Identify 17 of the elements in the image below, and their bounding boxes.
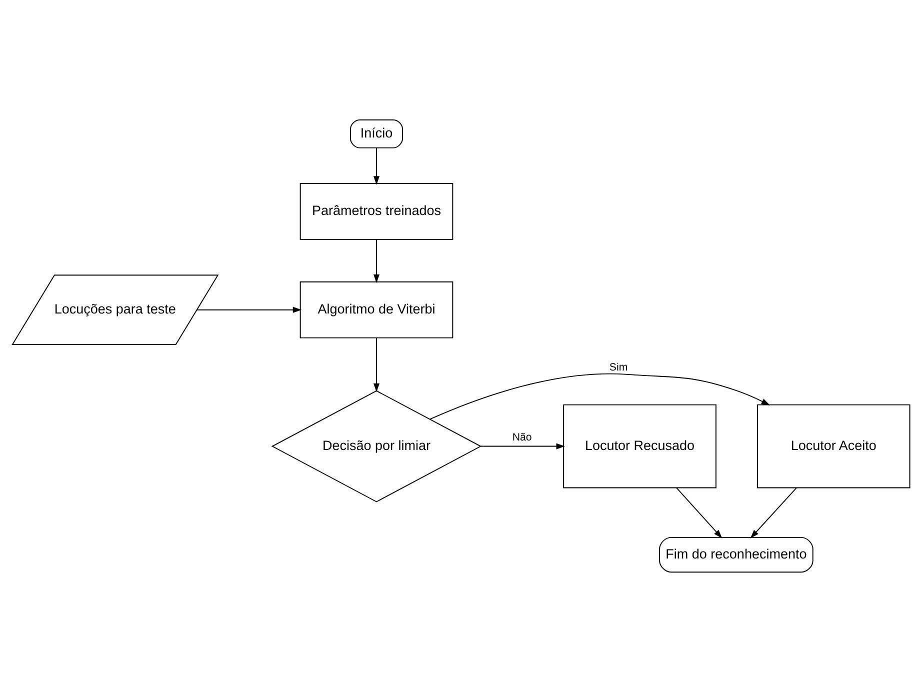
arrow: [480, 442, 565, 449]
node-box: Parâmetros treinados: [300, 182, 454, 240]
edge-label: Não: [512, 430, 532, 443]
node-box: Locutor Aceito: [756, 404, 910, 488]
arrow: [373, 238, 380, 283]
arrow: [196, 306, 302, 312]
arrow: [373, 147, 380, 184]
node-box: Início: [350, 118, 404, 148]
arrow: [676, 486, 722, 538]
node-box: Locutor Recusado: [563, 404, 716, 488]
node-box: Algoritmo de Viterbi: [300, 280, 454, 338]
node-box: Fim do reconhecimento: [659, 536, 814, 572]
arrow: [430, 372, 770, 420]
arrow: [373, 337, 380, 392]
arrow: [750, 486, 797, 538]
node-diamond: Decisão por limiar: [271, 390, 482, 502]
edge-label: Sim: [609, 360, 628, 373]
